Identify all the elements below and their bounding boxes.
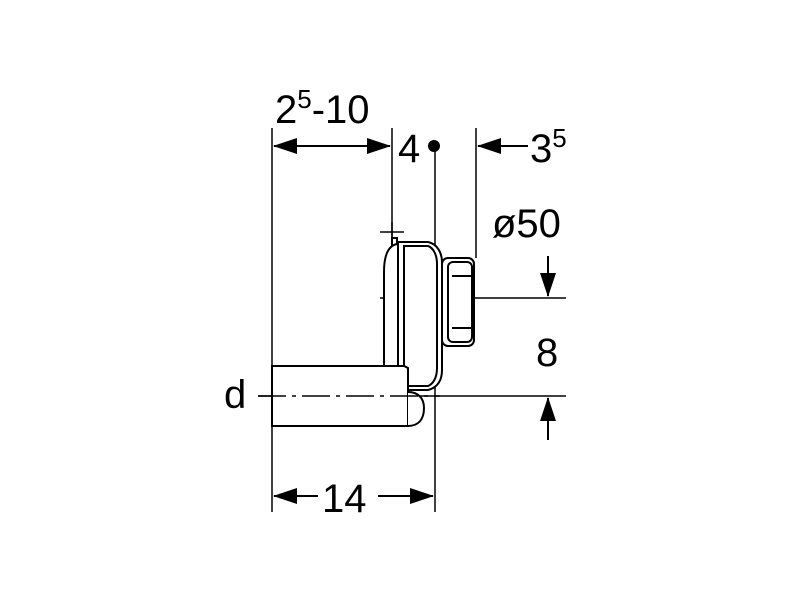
- diameter-d-label: d: [224, 373, 246, 417]
- dimension-bottom-label: 14: [322, 477, 367, 521]
- dimension-height-label: 8: [536, 331, 558, 375]
- dimension-right-label: 35: [530, 123, 567, 171]
- lower-lip: [407, 391, 426, 427]
- dimension-four-label: 4: [398, 127, 420, 171]
- dimension-bottom-label-bg: [318, 472, 378, 520]
- dimension-top-label: 25-10: [275, 84, 370, 132]
- siphon-part: [271, 237, 475, 427]
- inner-band: [403, 245, 438, 387]
- spigot-ring: [447, 261, 473, 343]
- reference-point: [428, 140, 440, 152]
- diameter-label: ø50: [492, 202, 561, 246]
